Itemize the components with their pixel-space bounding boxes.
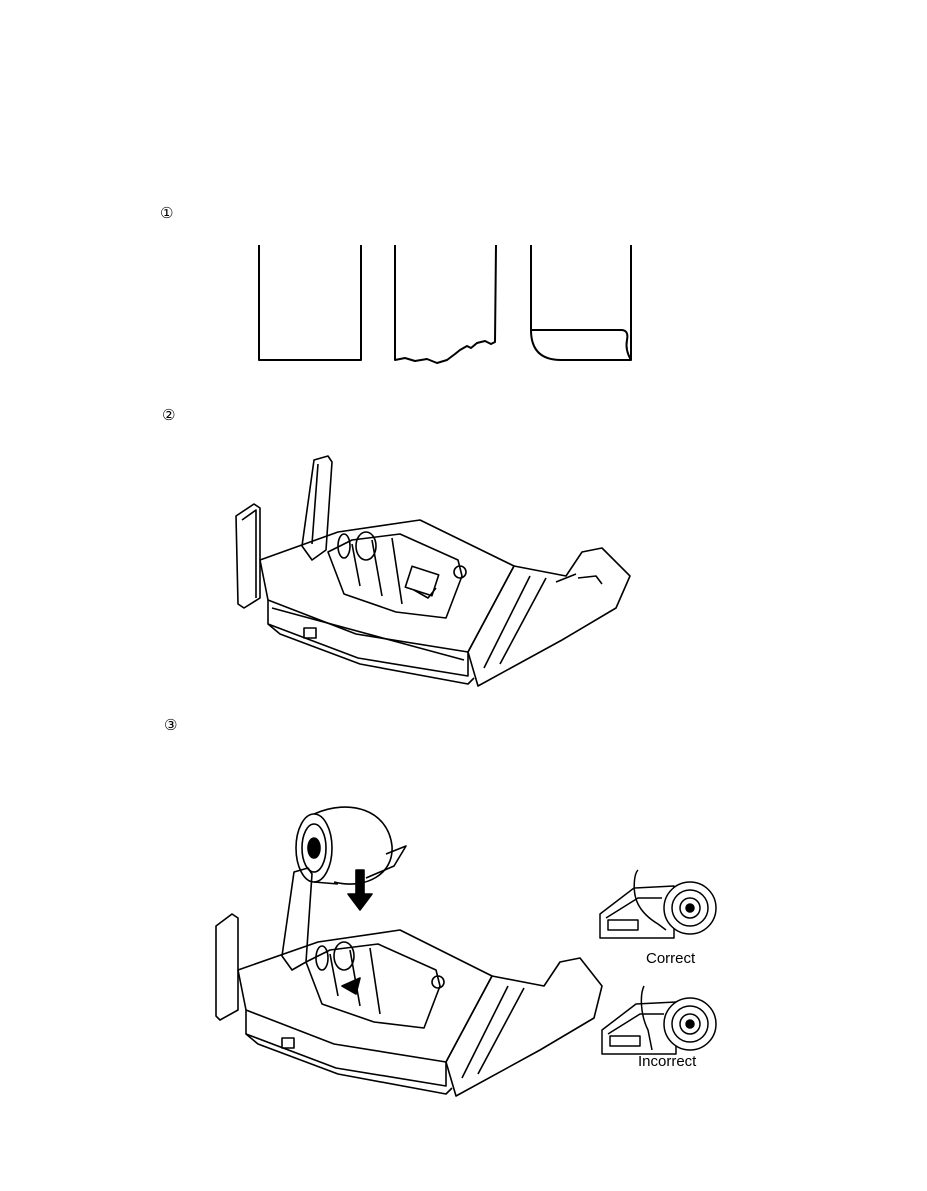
correct-label: Correct (646, 950, 695, 967)
paper-torn-edge (395, 245, 496, 363)
incorrect-label: Incorrect (638, 1053, 696, 1070)
printer-open-illustration (232, 448, 632, 710)
paper-roll (296, 807, 406, 884)
correct-orientation-diagram (598, 868, 718, 950)
paper-curled-edge (531, 245, 631, 360)
insert-arrow (348, 870, 372, 910)
paper-roll-insertion-illustration (210, 796, 605, 1116)
step-3-marker: ③ (164, 718, 177, 733)
paper-straight-cut (259, 245, 361, 360)
step-1-marker: ① (160, 206, 173, 221)
paper-edge-figure (255, 242, 645, 372)
step-2-marker: ② (162, 408, 175, 423)
